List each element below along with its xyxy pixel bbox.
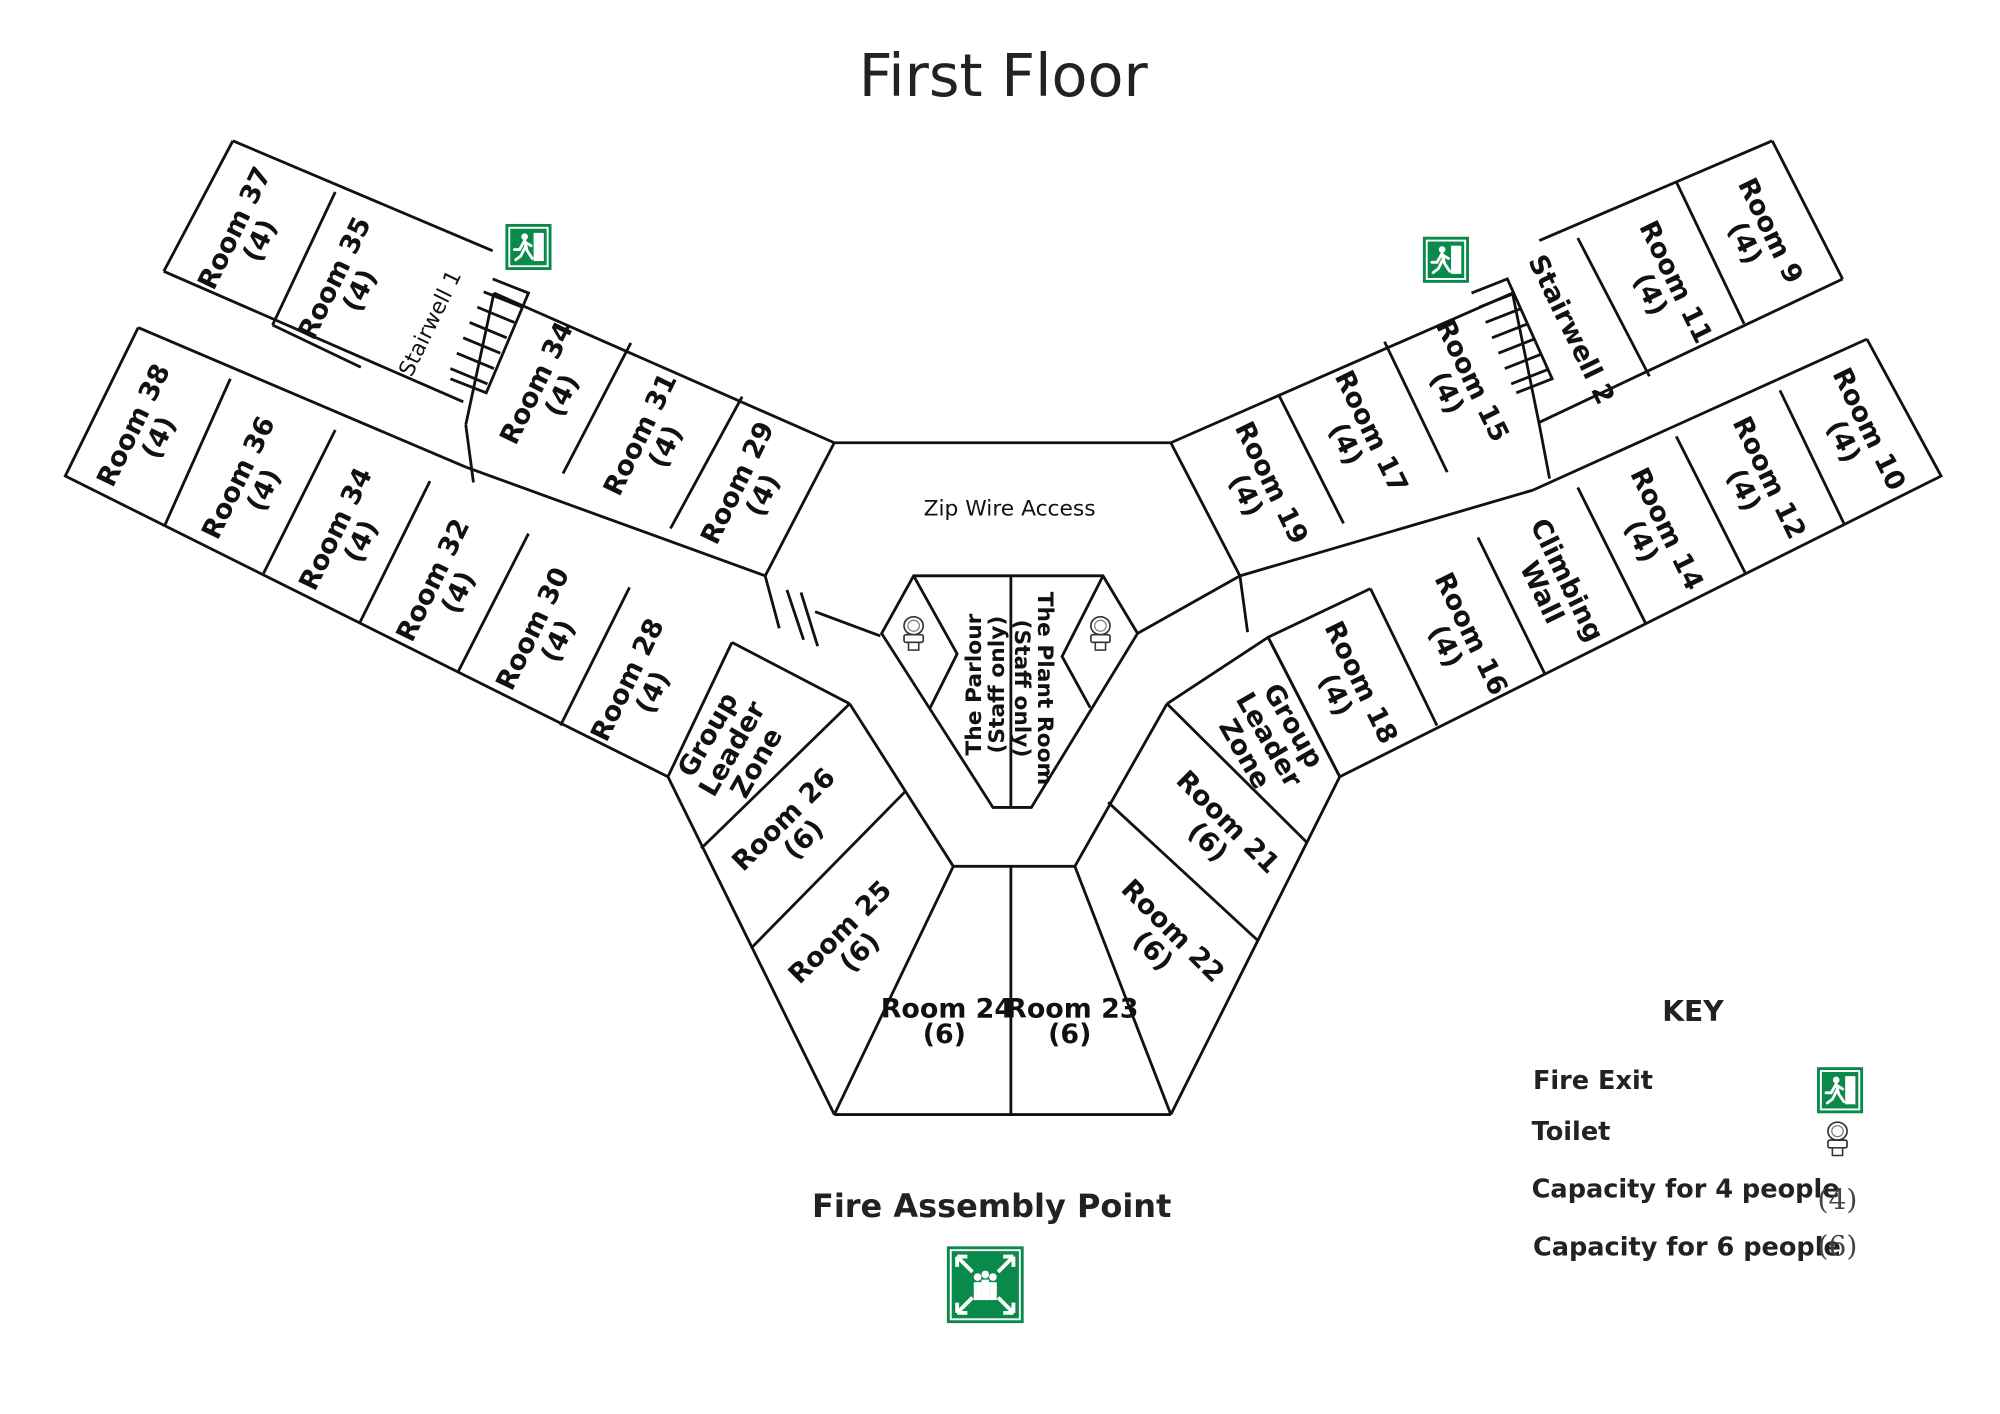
key-capacity-6-label: Capacity for 6 people <box>1533 1232 1841 1262</box>
key-capacity-6-symbol: (6) <box>1818 1229 1858 1262</box>
room-22: Room 22(6) <box>1095 873 1230 1008</box>
toilet-icon <box>1090 615 1111 651</box>
room-14: Room 14(4) <box>1599 463 1710 608</box>
key-fire-exit-label: Fire Exit <box>1533 1066 1653 1096</box>
room-32: Room 32(4) <box>390 514 501 659</box>
fire-exit-icon <box>1815 1065 1865 1115</box>
key-title: KEY <box>1662 995 1724 1028</box>
walls <box>63 139 1944 1116</box>
room-30: Room 30(4) <box>490 562 601 707</box>
room-12: Room 12(4) <box>1701 411 1812 556</box>
room-24: Room 24(6) <box>881 993 1013 1050</box>
key-toilet-label: Toilet <box>1532 1117 1611 1147</box>
fire-assembly-point: Fire Assembly Point <box>812 1187 1171 1324</box>
assembly-point-icon <box>946 1246 1024 1324</box>
room-35: Room 35(4) <box>291 212 402 357</box>
room-10: Room 10(4) <box>1801 363 1912 508</box>
key-capacity-4-symbol: (4) <box>1818 1183 1858 1216</box>
key-capacity-4-label: Capacity for 4 people <box>1532 1175 1840 1205</box>
assembly-title: Fire Assembly Point <box>812 1187 1171 1225</box>
zip-wire-access: Zip Wire Access <box>924 496 1096 521</box>
toilet-icon <box>1827 1121 1848 1157</box>
toilet-icon <box>903 615 925 651</box>
room-labels: Room 37(4) Room 35(4) Stairwell 1 Room 3… <box>91 162 1912 1050</box>
key-legend: KEY Fire Exit Toilet Capacity for 4 peop… <box>1532 995 1865 1262</box>
room-17: Room 17(4) <box>1303 365 1414 510</box>
room-37: Room 37(4) <box>192 162 303 307</box>
fire-exit-icon <box>504 222 553 272</box>
room-36: Room 36(4) <box>195 411 306 556</box>
room-9: Room 9(4) <box>1706 173 1809 301</box>
the-parlour: The Parlour(Staff only) <box>962 613 1010 755</box>
climbing-wall: ClimbingWall <box>1499 514 1610 659</box>
group-leader-zone-left: GroupLeaderZone <box>668 681 796 815</box>
page-title: First Floor <box>859 41 1149 110</box>
group-leader-zone-right: GroupLeaderZone <box>1205 673 1333 807</box>
fire-exit-icon <box>1421 235 1471 285</box>
the-plant-room: The Plant Room(Staff only) <box>1009 592 1057 785</box>
room-28: Room 28(4) <box>584 614 695 759</box>
room-23: Room 23(6) <box>1006 993 1138 1050</box>
room-29: Room 29(4) <box>695 417 806 562</box>
stairwell-1: Stairwell 1 <box>394 267 467 381</box>
